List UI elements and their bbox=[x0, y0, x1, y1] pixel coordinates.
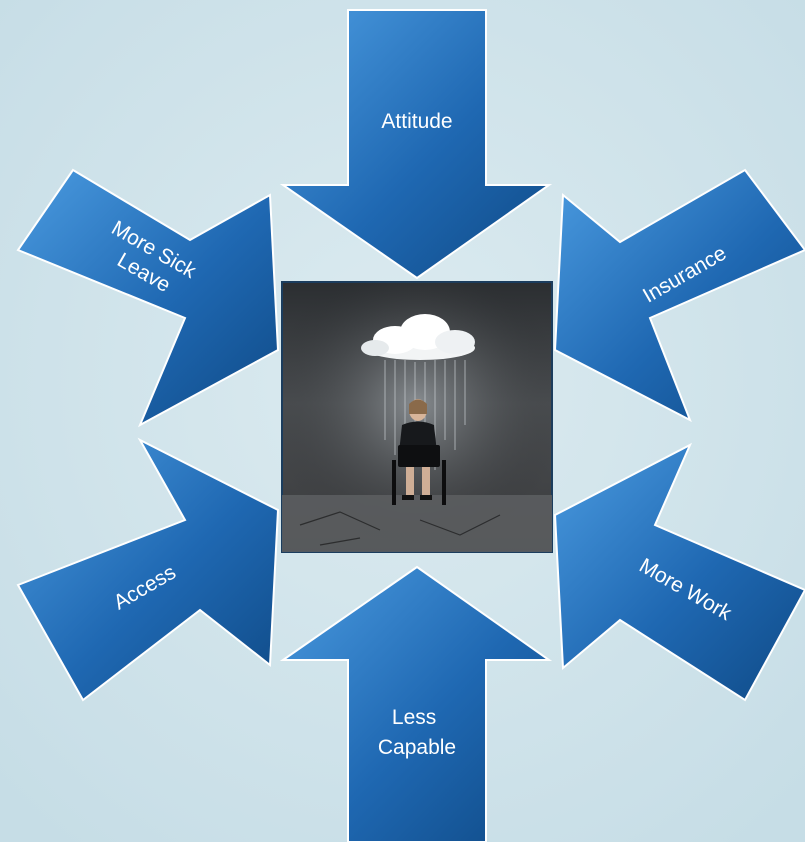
arrow-label-less-capable: Less Capable bbox=[378, 706, 456, 759]
arrow-label-attitude: Attitude bbox=[381, 110, 452, 133]
rain-cloud-icon bbox=[361, 314, 475, 360]
woman-under-rain-cloud-icon bbox=[281, 281, 553, 553]
arrow-access: Access bbox=[16, 437, 280, 702]
arrow-attitude: Attitude bbox=[279, 9, 553, 280]
arrow-insurance: Insurance bbox=[553, 168, 805, 423]
arrow-more-work: More Work bbox=[553, 442, 805, 702]
arrow-less-capable: Less Capable bbox=[279, 565, 553, 842]
woman-figure bbox=[392, 399, 446, 505]
arrow-more-sick-leave: More Sick Leave bbox=[16, 168, 280, 428]
